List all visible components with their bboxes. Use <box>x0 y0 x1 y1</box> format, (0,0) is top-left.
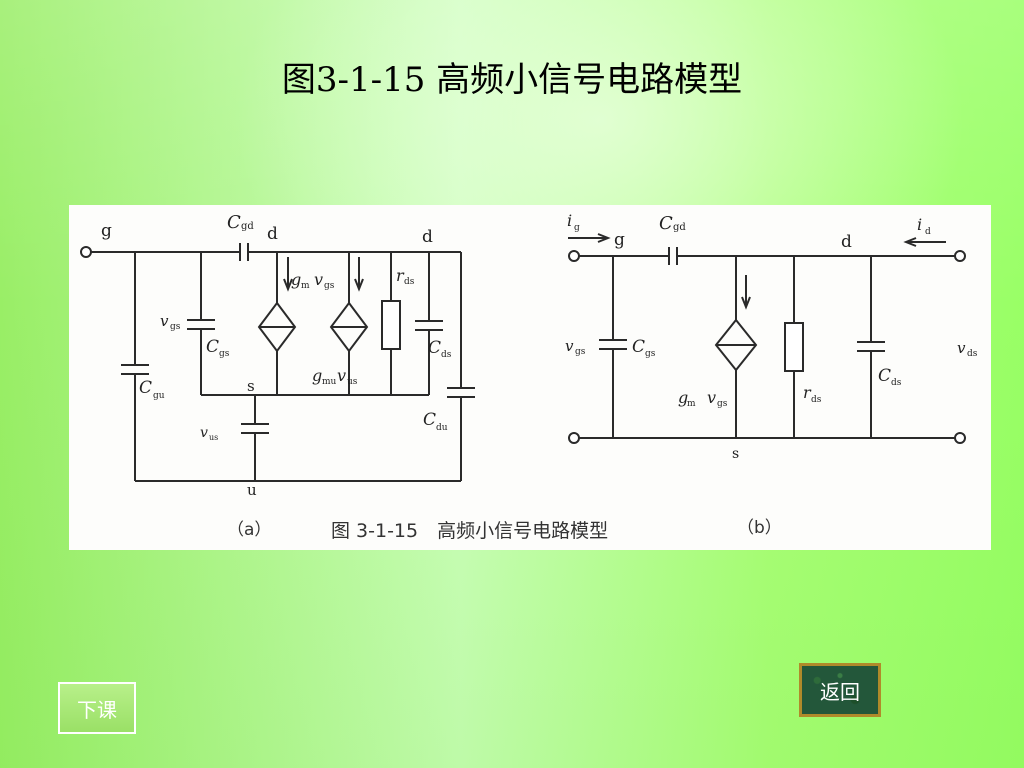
label-b-cgd-sub: gd <box>673 222 686 233</box>
label-b-ig-sub: g <box>574 223 580 233</box>
label-a-node-u: u <box>247 481 257 499</box>
label-b-cgs: C <box>632 337 645 357</box>
label-a-cgu-sub: gu <box>153 391 165 401</box>
figure-captions: （a） 图 3-1-15 高频小信号电路模型 （b） <box>227 518 782 542</box>
back-button[interactable]: 返回 <box>799 663 881 717</box>
label-b-cds: C <box>878 366 891 386</box>
label-b-vgs-sub: gs <box>575 347 586 357</box>
circuit-b-wires <box>568 233 966 444</box>
label-b-rds-sub: ds <box>811 395 822 405</box>
label-a-cds: C <box>428 338 441 358</box>
label-b-id: i <box>917 215 922 234</box>
caption-main: 图 3-1-15 高频小信号电路模型 <box>331 520 608 542</box>
label-a-vus-sub: us <box>209 433 218 442</box>
label-a-vus: v <box>200 425 208 441</box>
label-a-cdu-sub: du <box>436 423 448 433</box>
label-b-gm-sub: m <box>687 399 696 409</box>
label-a-vgs: v <box>160 312 169 330</box>
label-b-id-sub: d <box>925 227 931 237</box>
end-class-button[interactable]: 下课 <box>58 682 136 734</box>
label-a-rds-sub: ds <box>404 277 415 287</box>
label-b-ig: i <box>567 211 572 230</box>
circuit-diagram-svg: g C gd d d v gs C gs C gu g m v gs r ds … <box>80 211 978 542</box>
label-a-gmu-v: v <box>337 366 346 385</box>
label-a-vgs-sub: gs <box>170 322 181 332</box>
label-a-cgs: C <box>206 337 219 357</box>
label-a-node-s: s <box>247 377 255 395</box>
label-b-vgs: v <box>565 337 574 355</box>
label-a-cap-gd: C <box>227 212 241 233</box>
label-b-cgs-sub: gs <box>645 349 656 359</box>
label-a-gm-v: v <box>314 270 323 289</box>
label-a-gmu-v-sub: us <box>347 377 358 387</box>
label-a-rds: r <box>396 266 405 285</box>
label-a-node-d-right: d <box>422 227 433 247</box>
circuit-a-labels: g C gd d d v gs C gs C gu g m v gs r ds … <box>101 212 452 499</box>
label-a-node-g: g <box>101 221 112 241</box>
label-b-node-d: d <box>841 232 852 252</box>
circuit-b-labels: i g g C gd d i d v gs C gs g m v gs r ds… <box>565 211 978 462</box>
label-a-cgu: C <box>139 378 152 398</box>
label-b-rds: r <box>803 383 812 402</box>
label-a-gm-v-sub: gs <box>324 281 335 291</box>
label-b-cds-sub: ds <box>891 378 902 388</box>
label-a-gmu-sub: mu <box>322 377 337 387</box>
label-b-node-g: g <box>614 230 625 250</box>
label-a-gm: g <box>291 270 301 289</box>
label-b-v: v <box>707 388 716 407</box>
circuit-a-wires <box>80 243 475 482</box>
circuit-figure: g C gd d d v gs C gs C gu g m v gs r ds … <box>69 205 991 550</box>
label-a-cdu: C <box>423 410 436 430</box>
caption-b: （b） <box>737 518 782 538</box>
label-a-node-d-left: d <box>267 224 278 244</box>
label-b-gm: g <box>678 388 688 407</box>
label-b-cgd: C <box>659 213 673 234</box>
label-b-node-s: s <box>732 446 739 462</box>
label-a-gmu: g <box>312 366 322 385</box>
label-a-cgs-sub: gs <box>219 349 230 359</box>
label-a-cds-sub: ds <box>441 350 452 360</box>
label-a-gm-sub: m <box>301 281 310 291</box>
label-b-vds-sub: ds <box>967 349 978 359</box>
label-a-cap-gd-sub: gd <box>241 221 254 232</box>
label-b-v-sub: gs <box>717 399 728 409</box>
label-b-vds: v <box>957 339 966 357</box>
caption-a: （a） <box>227 520 271 540</box>
slide-title: 图3-1-15 高频小信号电路模型 <box>281 60 743 100</box>
